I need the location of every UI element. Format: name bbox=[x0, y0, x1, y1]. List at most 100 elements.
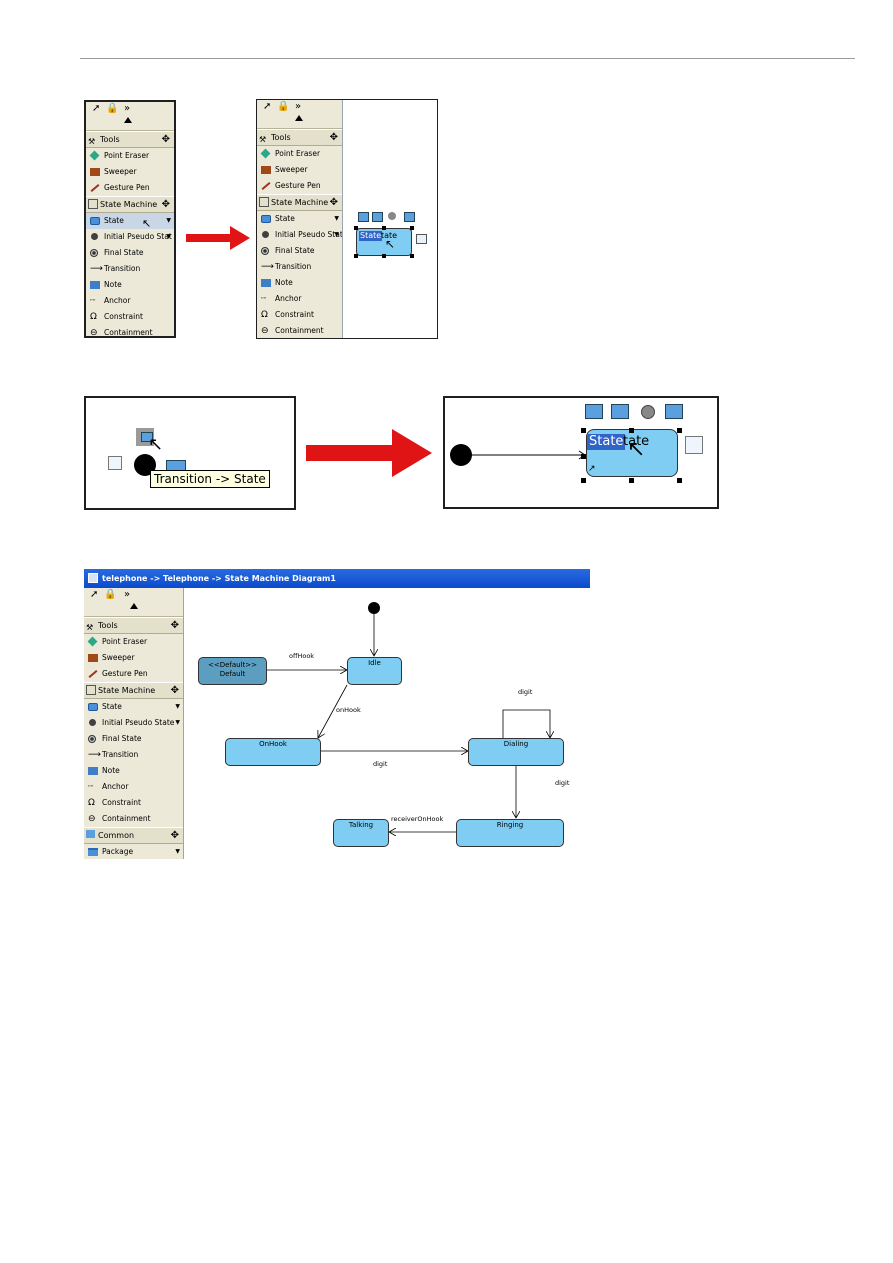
select-arrow-icon[interactable]: ➚ bbox=[90, 589, 99, 600]
final-state-resource-icon[interactable] bbox=[641, 405, 655, 419]
cube-resource-icon[interactable] bbox=[108, 456, 122, 470]
palette-item-note[interactable]: Note bbox=[84, 763, 183, 779]
lock-icon[interactable]: 🔒 bbox=[106, 103, 119, 114]
resize-handle[interactable] bbox=[581, 428, 586, 433]
resize-handle[interactable] bbox=[382, 254, 386, 258]
transition-state-resource-icon[interactable] bbox=[141, 432, 153, 442]
resize-handle[interactable] bbox=[410, 226, 414, 230]
group-tools[interactable]: ⚒Tools✥ bbox=[257, 129, 342, 146]
initial-pseudo-state-node[interactable] bbox=[368, 602, 380, 614]
state-talking[interactable]: Talking bbox=[333, 819, 389, 847]
new-state-resource-icon[interactable] bbox=[585, 404, 603, 419]
palette-item-gesture-pen[interactable]: Gesture Pen bbox=[257, 178, 342, 194]
palette-item-containment[interactable]: ⊖Containment bbox=[257, 323, 342, 338]
palette-item-sweeper[interactable]: Sweeper bbox=[257, 162, 342, 178]
new-state-node[interactable]: State tate ↖ bbox=[586, 429, 678, 477]
palette-item-point-eraser[interactable]: Point Eraser bbox=[86, 148, 174, 164]
resource-catalog-icons[interactable] bbox=[358, 212, 420, 224]
palette-item-package[interactable]: Package▼ bbox=[84, 844, 183, 859]
group-state-machine[interactable]: State Machine✥ bbox=[84, 682, 183, 699]
palette-item-sweeper[interactable]: Sweeper bbox=[86, 164, 174, 180]
palette-item-state[interactable]: State▼↖ bbox=[86, 213, 174, 230]
resize-handle[interactable] bbox=[581, 478, 586, 483]
palette-item-point-eraser[interactable]: Point Eraser bbox=[257, 146, 342, 162]
collapse-triangle-icon[interactable] bbox=[124, 117, 132, 123]
cube-resource-icon[interactable] bbox=[416, 234, 427, 244]
palette-item-initial-pseudo-state[interactable]: Initial Pseudo State▼ bbox=[84, 715, 183, 731]
palette-item-state[interactable]: State▼ bbox=[84, 699, 183, 715]
chevron-more-icon[interactable]: » bbox=[295, 101, 302, 112]
palette-item-note[interactable]: Note bbox=[257, 275, 342, 291]
move-icon[interactable]: ✥ bbox=[161, 199, 170, 210]
new-state-resource-icon[interactable] bbox=[358, 212, 369, 222]
palette-item-anchor[interactable]: ┈Anchor bbox=[257, 291, 342, 307]
palette-item-final-state[interactable]: Final State bbox=[84, 731, 183, 747]
state-dialing[interactable]: Dialing bbox=[468, 738, 564, 766]
collapse-triangle-icon[interactable] bbox=[295, 115, 303, 121]
collapse-triangle-icon[interactable] bbox=[130, 603, 138, 609]
group-state-machine[interactable]: State Machine✥ bbox=[257, 194, 342, 211]
palette-item-initial-pseudo-state[interactable]: Initial Pseudo Stat▼ bbox=[86, 229, 174, 245]
resize-handle[interactable] bbox=[410, 254, 414, 258]
group-tools[interactable]: ⚒Tools✥ bbox=[84, 617, 183, 634]
state-default[interactable]: <<Default>> Default bbox=[198, 657, 267, 685]
dropdown-arrow-icon[interactable]: ▼ bbox=[334, 215, 339, 222]
palette-item-transition[interactable]: ⟶Transition bbox=[86, 261, 174, 277]
state-machine-canvas[interactable]: <<Default>> Default Idle OnHook Dialing … bbox=[185, 588, 590, 859]
lock-icon[interactable]: 🔒 bbox=[277, 101, 290, 112]
resize-handle[interactable] bbox=[677, 428, 682, 433]
new-transition-resource-icon[interactable] bbox=[611, 404, 629, 419]
palette-item-transition[interactable]: ⟶Transition bbox=[257, 259, 342, 275]
resize-handle[interactable] bbox=[677, 478, 682, 483]
dropdown-arrow-icon[interactable]: ▼ bbox=[166, 233, 171, 240]
palette-item-final-state[interactable]: Final State bbox=[257, 243, 342, 259]
palette-item-sweeper[interactable]: Sweeper bbox=[84, 650, 183, 666]
state-name-editor[interactable]: State bbox=[359, 231, 383, 241]
palette-item-gesture-pen[interactable]: Gesture Pen bbox=[84, 666, 183, 682]
select-arrow-icon[interactable]: ➚ bbox=[263, 101, 272, 112]
new-transition-resource-icon[interactable] bbox=[372, 212, 383, 222]
resize-handle[interactable] bbox=[629, 478, 634, 483]
note-resource-icon[interactable] bbox=[404, 212, 415, 222]
move-icon[interactable]: ✥ bbox=[170, 620, 179, 631]
chevron-more-icon[interactable]: » bbox=[124, 589, 131, 600]
dropdown-arrow-icon[interactable]: ▼ bbox=[175, 703, 180, 710]
dropdown-arrow-icon[interactable]: ▼ bbox=[175, 848, 180, 855]
dropdown-arrow-icon[interactable]: ▼ bbox=[334, 231, 339, 238]
palette-item-containment[interactable]: ⊖Containment bbox=[84, 811, 183, 827]
state-name-editor[interactable]: State bbox=[587, 434, 626, 450]
diagram-canvas-small[interactable]: State tate ↖ bbox=[344, 100, 437, 338]
palette-item-containment[interactable]: ⊖Containment bbox=[86, 325, 174, 336]
resource-catalog-icons[interactable] bbox=[585, 402, 685, 422]
cube-resource-icon[interactable] bbox=[685, 436, 703, 454]
palette-item-note[interactable]: Note bbox=[86, 277, 174, 293]
palette-item-initial-pseudo-state[interactable]: Initial Pseudo Stat▼ bbox=[257, 227, 342, 243]
state-ringing[interactable]: Ringing bbox=[456, 819, 564, 847]
state-idle[interactable]: Idle bbox=[347, 657, 402, 685]
new-state-node[interactable]: State tate ↖ bbox=[356, 228, 412, 256]
transition-line[interactable] bbox=[471, 448, 591, 462]
state-onhook[interactable]: OnHook bbox=[225, 738, 321, 766]
palette-item-anchor[interactable]: ┈Anchor bbox=[86, 293, 174, 309]
palette-item-gesture-pen[interactable]: Gesture Pen bbox=[86, 180, 174, 196]
final-state-resource-icon[interactable] bbox=[388, 212, 396, 220]
resize-corner-icon[interactable]: ↗ bbox=[588, 464, 596, 474]
move-icon[interactable]: ✥ bbox=[170, 685, 179, 696]
select-arrow-icon[interactable]: ➚ bbox=[92, 103, 101, 114]
resize-handle[interactable] bbox=[354, 254, 358, 258]
move-icon[interactable]: ✥ bbox=[329, 197, 338, 208]
palette-item-anchor[interactable]: ┈Anchor bbox=[84, 779, 183, 795]
palette-item-final-state[interactable]: Final State bbox=[86, 245, 174, 261]
resize-handle[interactable] bbox=[354, 226, 358, 230]
dropdown-arrow-icon[interactable]: ▼ bbox=[166, 217, 171, 224]
group-common[interactable]: Common✥ bbox=[84, 827, 183, 844]
resize-handle[interactable] bbox=[581, 454, 586, 459]
group-state-machine[interactable]: State Machine✥ bbox=[86, 196, 174, 213]
move-icon[interactable]: ✥ bbox=[161, 134, 170, 145]
resize-handle[interactable] bbox=[629, 428, 634, 433]
move-icon[interactable]: ✥ bbox=[329, 132, 338, 143]
move-icon[interactable]: ✥ bbox=[170, 830, 179, 841]
